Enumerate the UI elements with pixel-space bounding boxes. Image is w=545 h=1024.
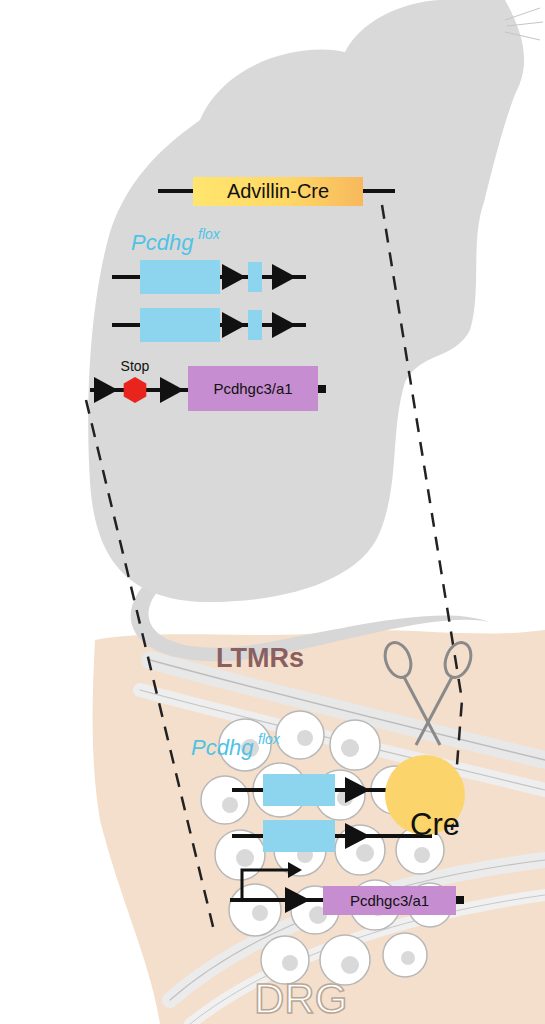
tissue-label: DRG (254, 975, 347, 1023)
allele-superscript: flox (258, 731, 280, 747)
floxed-allele (112, 260, 306, 294)
allele-superscript: flox (198, 226, 220, 242)
gene-name: Pcdhg (191, 735, 253, 761)
cre-circle: Cre (385, 755, 465, 835)
transgene-box: Pcdhgc3/a1 (323, 886, 456, 915)
transgene-box: Advillin-Cre (193, 177, 363, 206)
gene-name: Pcdhg (131, 230, 193, 256)
node-text: Cre (410, 807, 460, 843)
cell-type-label: LTMRs (216, 643, 304, 674)
scissors-icon (381, 639, 476, 745)
floxed-allele (112, 308, 306, 342)
stop-hexagon: Stop (122, 377, 148, 403)
mouse-whiskers (505, 8, 543, 40)
node-outline (122, 377, 148, 403)
node-text: Advillin-Cre (227, 180, 329, 203)
node-text: Pcdhgc3/a1 (213, 380, 292, 397)
mouse-silhouette (88, 0, 524, 602)
transgene-box: Pcdhgc3/a1 (188, 366, 318, 411)
node-text: Stop (121, 358, 150, 374)
node-text: Pcdhgc3/a1 (350, 892, 429, 909)
drg-tissue (93, 630, 545, 1024)
nerve-fibers (140, 660, 545, 1024)
